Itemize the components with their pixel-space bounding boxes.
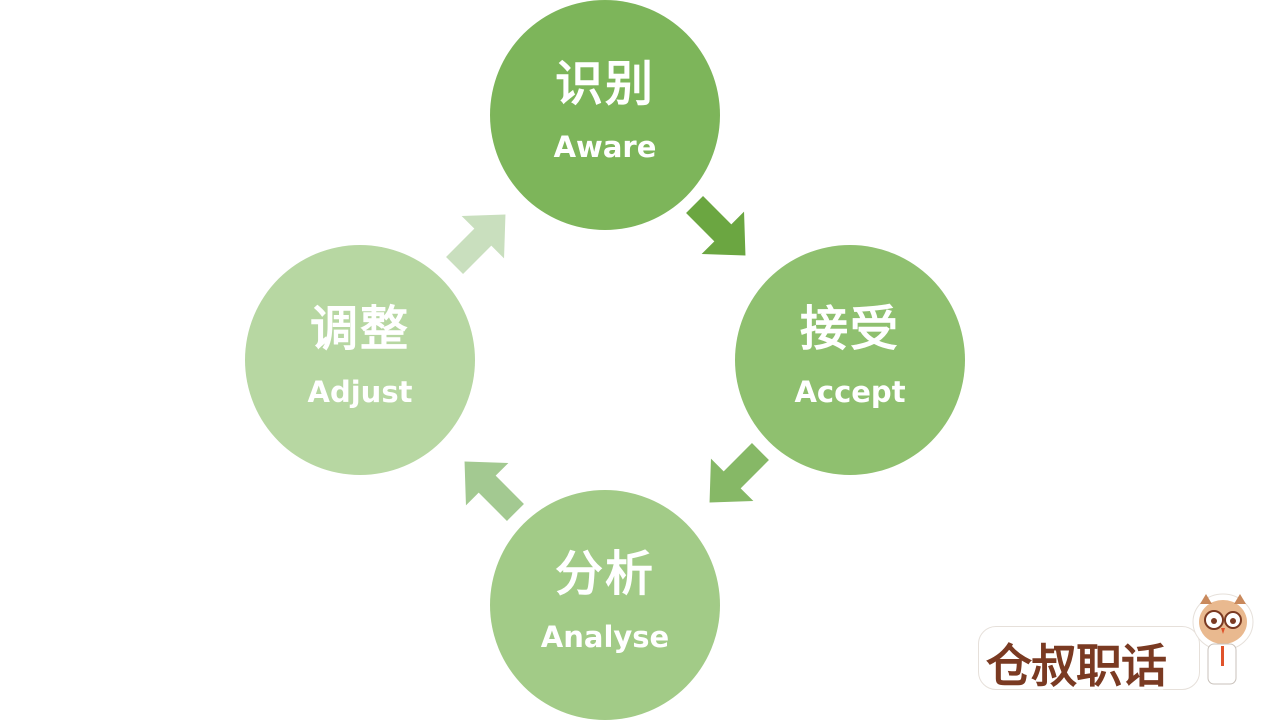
node-accept: 接受 Accept bbox=[735, 245, 965, 475]
node-aware: 识别 Aware bbox=[490, 0, 720, 230]
brand-logo: 仓叔职话 bbox=[978, 588, 1263, 698]
logo-text: 仓叔职话 bbox=[986, 639, 1167, 693]
node-aware-en: Aware bbox=[553, 130, 657, 164]
logo-badge bbox=[978, 626, 1200, 690]
node-aware-zh: 识别 bbox=[554, 56, 655, 112]
node-adjust-en: Adjust bbox=[307, 375, 413, 409]
node-analyse-en: Analyse bbox=[540, 620, 670, 654]
node-analyse: 分析 Analyse bbox=[490, 490, 720, 720]
arrow-adjust-to-aware-icon bbox=[446, 214, 506, 274]
arrow-aware-to-accept-icon bbox=[686, 196, 746, 256]
node-accept-en: Accept bbox=[794, 375, 906, 409]
owl-mascot-icon bbox=[1192, 593, 1254, 685]
node-adjust-zh: 调整 bbox=[309, 301, 410, 357]
node-adjust: 调整 Adjust bbox=[245, 245, 475, 475]
arrow-accept-to-analyse-icon bbox=[709, 443, 769, 503]
node-analyse-zh: 分析 bbox=[554, 546, 655, 602]
node-accept-zh: 接受 bbox=[799, 301, 900, 357]
arrow-analyse-to-adjust-icon bbox=[464, 461, 524, 521]
